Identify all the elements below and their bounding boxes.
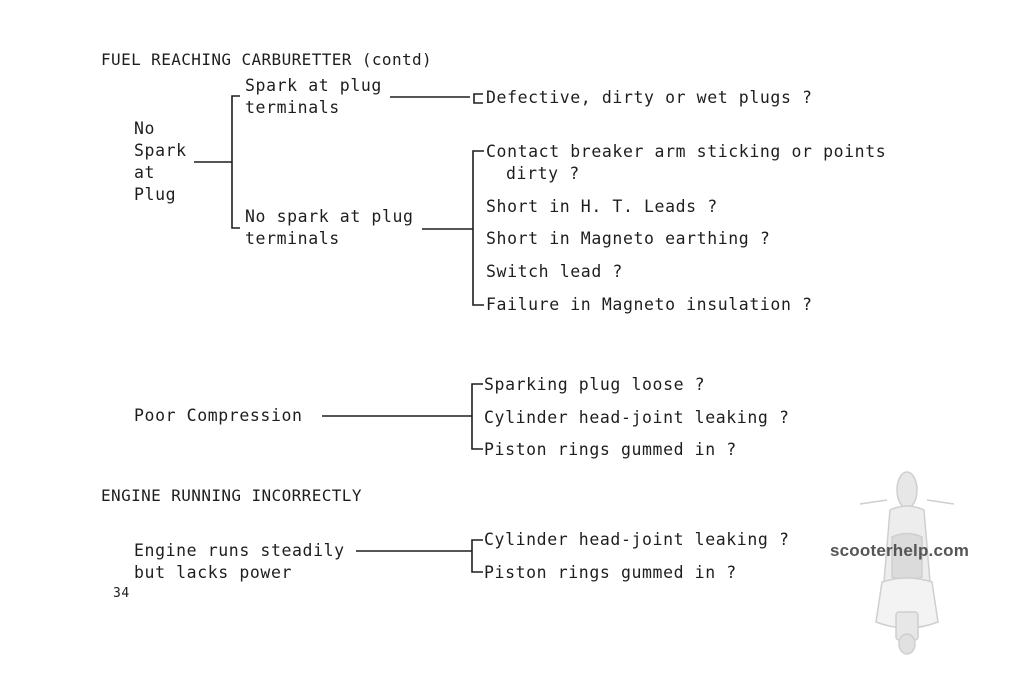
page-number: 34 [113, 586, 130, 601]
section-heading-fuel: FUEL REACHING CARBURETTER (contd) [101, 50, 433, 69]
bracket-compression-causes [471, 383, 483, 450]
no-spark-result: dirty ? [506, 164, 580, 183]
no-spark-result: Contact breaker arm sticking or points [486, 142, 887, 161]
no-spark-result: Short in H. T. Leads ? [486, 197, 718, 216]
compression-cause: Sparking plug loose ? [484, 375, 706, 394]
lacks-power-label: but lacks power [134, 563, 293, 582]
bracket-spark-result [473, 93, 483, 104]
no-spark-label-line: Spark [134, 141, 187, 160]
no-spark-label-line: at [134, 163, 156, 182]
spark-at-plug-label: terminals [245, 98, 340, 117]
scooter-watermark-icon [859, 471, 955, 655]
no-spark-result: Failure in Magneto insulation ? [486, 295, 813, 314]
bracket-spark-branches [231, 95, 240, 229]
compression-cause: Piston rings gummed in ? [484, 440, 737, 459]
poor-compression-label: Poor Compression [134, 406, 303, 425]
spark-result: Defective, dirty or wet plugs ? [486, 88, 813, 107]
section-heading-engine: ENGINE RUNNING INCORRECTLY [101, 486, 362, 505]
bracket-no-spark-results [472, 150, 484, 306]
spark-at-plug-label: Spark at plug [245, 76, 382, 95]
no-spark-label-line: Plug [134, 185, 177, 204]
compression-cause: Cylinder head-joint leaking ? [484, 408, 790, 427]
no-spark-at-plug-label: No spark at plug [245, 207, 414, 226]
bracket-power-causes [471, 539, 483, 573]
power-cause: Piston rings gummed in ? [484, 563, 737, 582]
no-spark-label-line: No [134, 119, 156, 138]
no-spark-result: Short in Magneto earthing ? [486, 229, 771, 248]
power-cause: Cylinder head-joint leaking ? [484, 530, 790, 549]
no-spark-result: Switch lead ? [486, 262, 623, 281]
no-spark-at-plug-label: terminals [245, 229, 340, 248]
watermark-text: scooterhelp.com [830, 541, 970, 560]
lacks-power-label: Engine runs steadily [134, 541, 345, 560]
